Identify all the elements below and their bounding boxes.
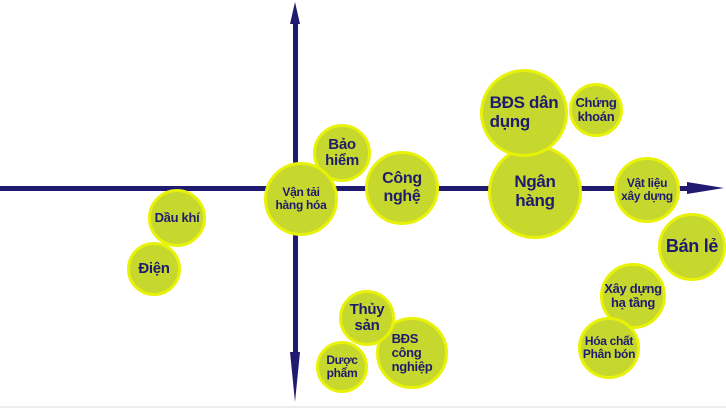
- bottom-divider: [0, 406, 726, 408]
- bubble-label-line: Vật liệu: [626, 175, 668, 190]
- bubble-label-line: khoán: [577, 109, 615, 124]
- bubble-dien: Điện: [127, 242, 181, 296]
- bubble-label-line: Điện: [138, 259, 170, 277]
- bubble-label-line: Bán lẻ: [665, 236, 719, 257]
- bubble-label-line: Chứng: [575, 94, 617, 110]
- bubble-label-line: BĐS dân: [489, 93, 559, 113]
- bubble-label-line: công: [391, 344, 422, 360]
- bubble-label-line: Vận tải: [282, 184, 320, 199]
- bubble-label-line: phẩm: [326, 366, 358, 380]
- y-axis-arrowhead-up-icon: [290, 2, 300, 24]
- bubble-label-line: Dầu khí: [154, 209, 200, 225]
- bubble-label-line: Bảo: [328, 135, 356, 153]
- bubble-label: Điện: [138, 259, 170, 278]
- bubble-label-line: BĐS: [391, 330, 419, 346]
- bubble-label-line: Hóa chất: [584, 333, 634, 348]
- bubble-label-line: hạ tầng: [610, 295, 656, 310]
- bubble-label-line: Xây dựng: [604, 280, 662, 296]
- bubble-label-line: Ngân: [514, 172, 556, 192]
- bubble-ban-le: Bán lẻ: [658, 213, 726, 281]
- y-axis-arrowhead-down-icon: [290, 352, 300, 402]
- x-axis-line: [0, 186, 688, 191]
- bubble-label-line: xây dựng: [621, 189, 673, 203]
- bubble-label: Dầu khí: [154, 209, 200, 225]
- bubble-dau-khi: Dầu khí: [148, 189, 206, 247]
- bubble-label-line: Dược: [326, 352, 358, 367]
- bubble-label: Bán lẻ: [665, 236, 719, 257]
- bubble-label-line: nghiệp: [391, 359, 433, 375]
- bubble-label-line: Công: [382, 170, 422, 188]
- x-axis-arrowhead-right-icon: [687, 182, 724, 194]
- bubble-label-line: Thủy: [349, 300, 385, 318]
- bubble-label-line: sản: [354, 317, 380, 334]
- bubble-label-line: dụng: [489, 112, 531, 131]
- bubble-label-line: nghệ: [383, 188, 421, 205]
- bubble-label-line: hàng: [515, 191, 555, 210]
- bubble-label-line: hiểm: [325, 152, 359, 169]
- bubble-label-line: Phân bón: [582, 347, 636, 361]
- bubble-label-line: hàng hóa: [275, 198, 327, 212]
